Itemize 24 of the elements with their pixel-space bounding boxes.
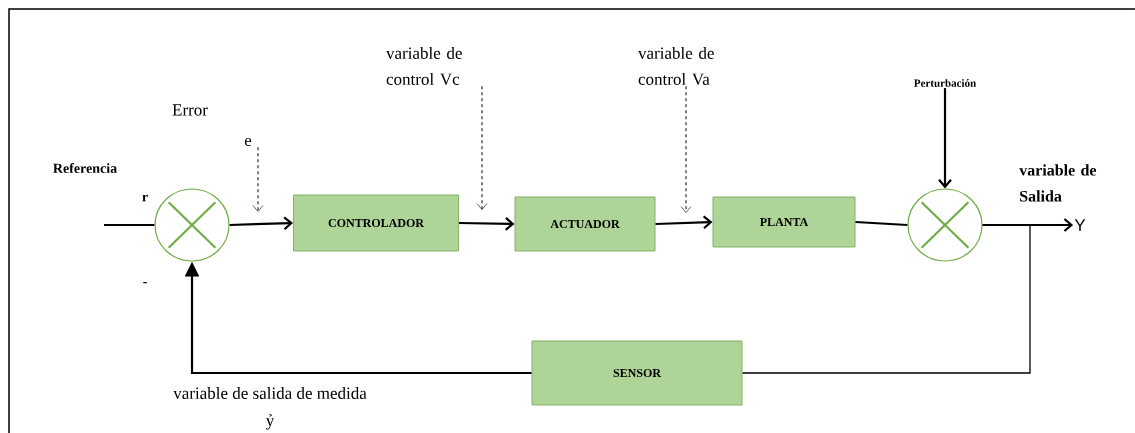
arrow <box>229 216 293 231</box>
signal-label: variable de control Vc <box>386 46 462 85</box>
signal-label: variable de control Va <box>638 46 714 85</box>
process-box: CONTROLADOR <box>293 194 459 252</box>
text-label: variable de Salida <box>1019 164 1097 202</box>
output-label: Y <box>1074 219 1086 231</box>
process-box: SENSOR <box>531 340 743 406</box>
signal-label: e <box>244 137 252 147</box>
text-label: Referencia <box>53 163 117 173</box>
text-label: Error <box>172 104 208 116</box>
arrow <box>655 215 713 230</box>
text-label: variable de salida de medida <box>173 387 367 399</box>
arrow <box>459 217 515 231</box>
arrow <box>476 85 488 210</box>
arrow <box>252 146 264 212</box>
process-box: ACTUADOR <box>514 196 656 252</box>
arrow <box>680 85 692 213</box>
summing-junction <box>154 188 230 262</box>
summing-junction <box>907 188 983 262</box>
arrow <box>938 88 952 189</box>
input-label: Perturbación <box>914 79 976 87</box>
text-label: - <box>143 282 147 284</box>
text-label: ỷ <box>265 414 275 430</box>
process-box: PLANTA <box>712 196 856 248</box>
